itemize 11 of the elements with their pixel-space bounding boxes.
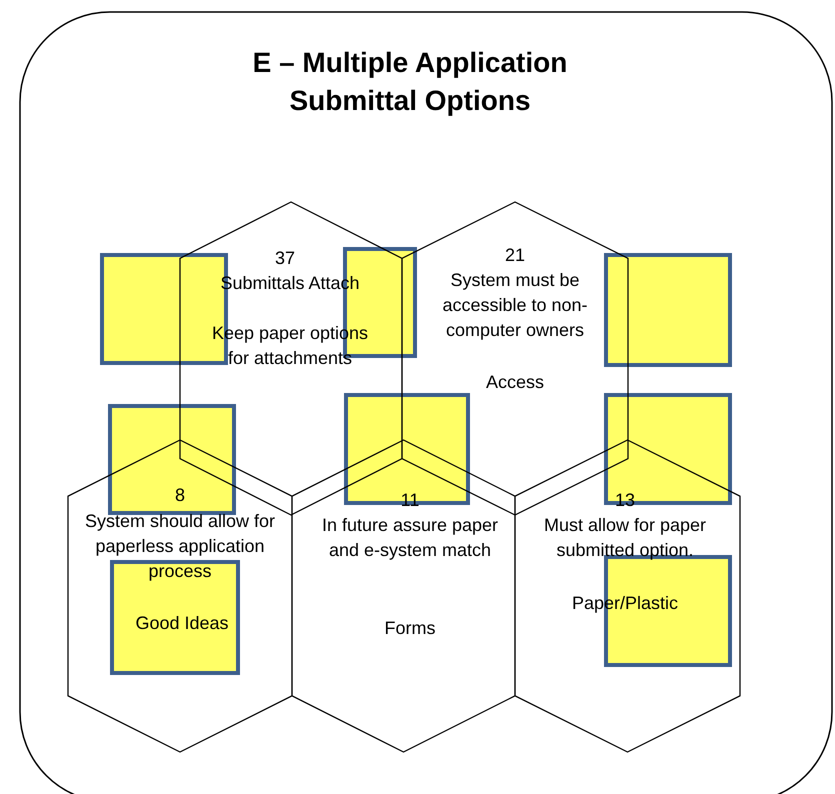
- idea-text: Must allow for paper submitted option.: [542, 514, 708, 562]
- title: E – Multiple Application Submittal Options: [252, 46, 568, 118]
- category-label: Good Ideas: [134, 612, 230, 635]
- category-label: Forms: [384, 617, 436, 640]
- idea-text: In future assure paper and e-system match: [320, 514, 500, 562]
- idea-text: System must be accessible to non-computer owners: [441, 269, 589, 342]
- count-label: 21: [504, 244, 526, 267]
- idea-text: System should allow for paperless application process: [84, 510, 276, 583]
- category-label: Access: [484, 371, 546, 394]
- count-label: 37: [274, 247, 296, 270]
- count-label: 8: [174, 484, 186, 507]
